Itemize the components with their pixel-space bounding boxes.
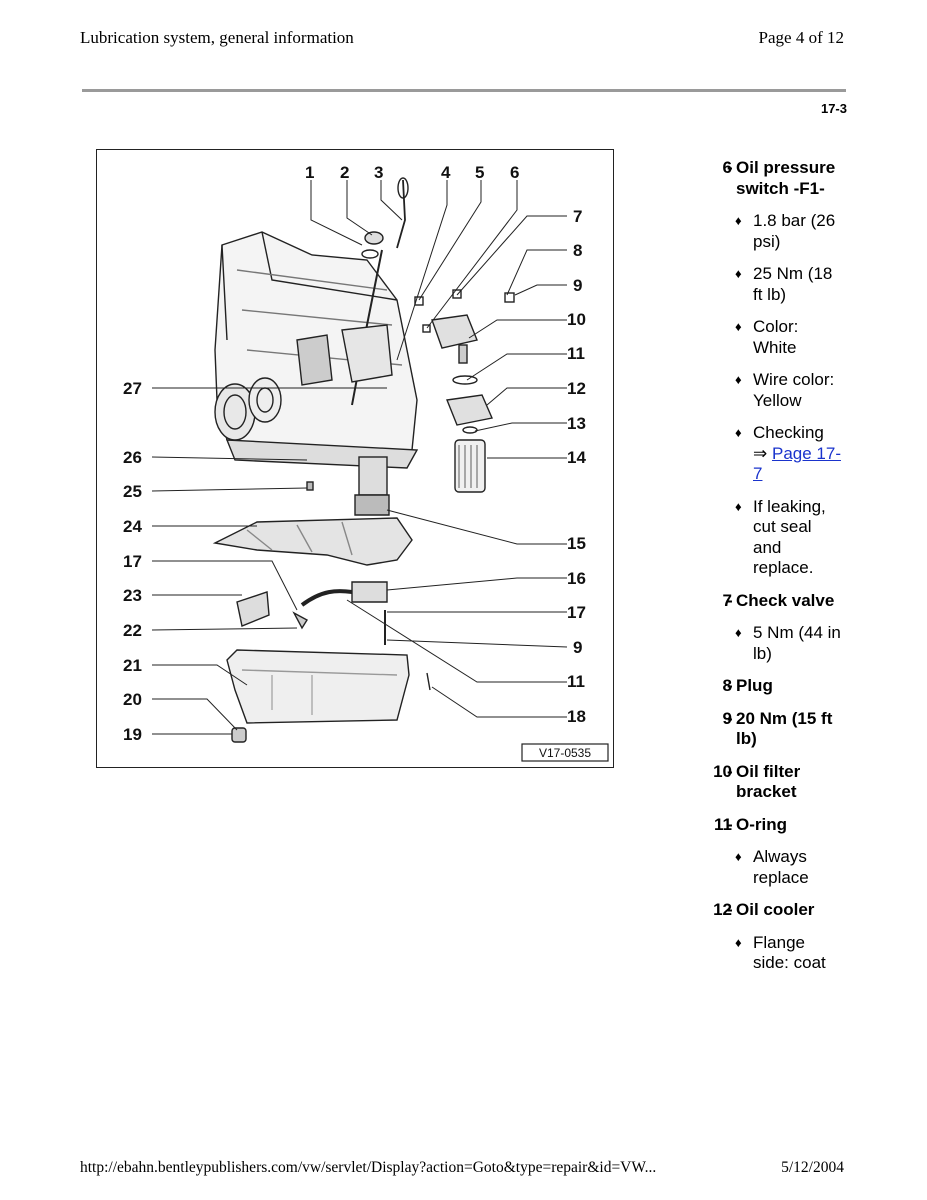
legend-bullet: ♦1.8 bar (26 psi) <box>735 211 836 251</box>
label-10: 10 <box>567 310 586 329</box>
label-11: 11 <box>567 344 585 363</box>
diamond-icon: ♦ <box>735 498 742 514</box>
label-15: 15 <box>567 534 586 553</box>
label-4: 4 <box>441 163 451 182</box>
header-divider <box>82 89 846 92</box>
arrow-icon: ⇒ <box>753 443 768 463</box>
exploded-view-diagram: 1 2 3 4 5 6 7 8 9 10 11 12 13 14 15 16 1… <box>96 149 614 768</box>
diagram-svg: 1 2 3 4 5 6 7 8 9 10 11 12 13 14 15 16 1… <box>123 163 609 762</box>
legend-item-7: 7 - Check valve <box>722 590 835 610</box>
legend-bullet: ♦Color: White <box>735 317 799 357</box>
label-3: 3 <box>374 163 383 182</box>
legend-bullet: ♦Flange side: coat <box>735 932 826 973</box>
label-20: 20 <box>123 690 142 709</box>
diamond-icon: ♦ <box>735 425 742 440</box>
page-17-7-link[interactable]: Page 17-7 <box>753 443 841 484</box>
label-21: 21 <box>123 656 142 675</box>
label-8: 8 <box>573 241 582 260</box>
label-25: 25 <box>123 482 142 501</box>
diamond-icon: ♦ <box>735 934 742 950</box>
legend-bullet: ♦25 Nm (18 ft lb) <box>735 264 833 304</box>
legend-bullet: ♦If leaking, cut seal and replace. <box>735 496 826 578</box>
label-6: 6 <box>510 163 519 182</box>
label-9-lower: 9 <box>573 638 582 657</box>
parts-legend: 6 - Oil pressure switch -F1- ♦1.8 bar (2… <box>696 158 856 986</box>
header-title: Lubrication system, general information <box>80 28 354 47</box>
diamond-icon: ♦ <box>735 372 742 387</box>
legend-item-11: 11 - O-ring <box>714 814 787 834</box>
label-17-left: 17 <box>123 552 142 571</box>
label-9: 9 <box>573 276 582 295</box>
legend-item-10: 10 - Oil filter bracket <box>713 761 801 802</box>
section-number: 17-3 <box>820 101 847 116</box>
legend-item-8: 8 - Plug <box>722 676 773 695</box>
diamond-icon: ♦ <box>735 849 742 864</box>
label-18: 18 <box>567 707 586 726</box>
legend-bullet: ♦Always replace <box>735 847 809 887</box>
footer-date: 5/12/2004 <box>781 1159 844 1176</box>
legend-item-6: 6 - Oil pressure switch -F1- <box>722 158 836 198</box>
footer-url: http://ebahn.bentleypublishers.com/vw/se… <box>80 1159 657 1176</box>
diamond-icon: ♦ <box>735 266 742 281</box>
label-26: 26 <box>123 448 142 467</box>
page-indicator: Page 4 of 12 <box>758 28 844 47</box>
legend-bullet: ♦Wire color: Yellow <box>735 370 835 410</box>
label-11-lower: 11 <box>567 672 585 691</box>
diamond-icon: ♦ <box>735 319 742 334</box>
label-22: 22 <box>123 621 142 640</box>
label-27: 27 <box>123 379 142 398</box>
figure-code: V17-0535 <box>539 746 591 760</box>
label-19: 19 <box>123 725 142 744</box>
legend-item-9: 9 - 20 Nm (15 ft lb) <box>722 708 833 749</box>
label-13: 13 <box>567 414 586 433</box>
diamond-icon: ♦ <box>735 213 742 228</box>
label-5: 5 <box>475 163 484 182</box>
label-12: 12 <box>567 379 586 398</box>
diamond-icon: ♦ <box>735 625 742 640</box>
legend-bullet: ♦5 Nm (44 in lb) <box>735 623 841 663</box>
label-24: 24 <box>123 517 142 536</box>
legend-bullet: ♦Checking⇒ Page 17-7 <box>735 423 841 484</box>
label-1: 1 <box>305 163 314 182</box>
label-16: 16 <box>567 569 586 588</box>
label-23: 23 <box>123 586 142 605</box>
label-2: 2 <box>340 163 349 182</box>
label-17-right: 17 <box>567 603 586 622</box>
legend-item-12: 12 - Oil cooler <box>713 900 815 919</box>
label-7: 7 <box>573 207 582 226</box>
label-14: 14 <box>567 448 586 467</box>
